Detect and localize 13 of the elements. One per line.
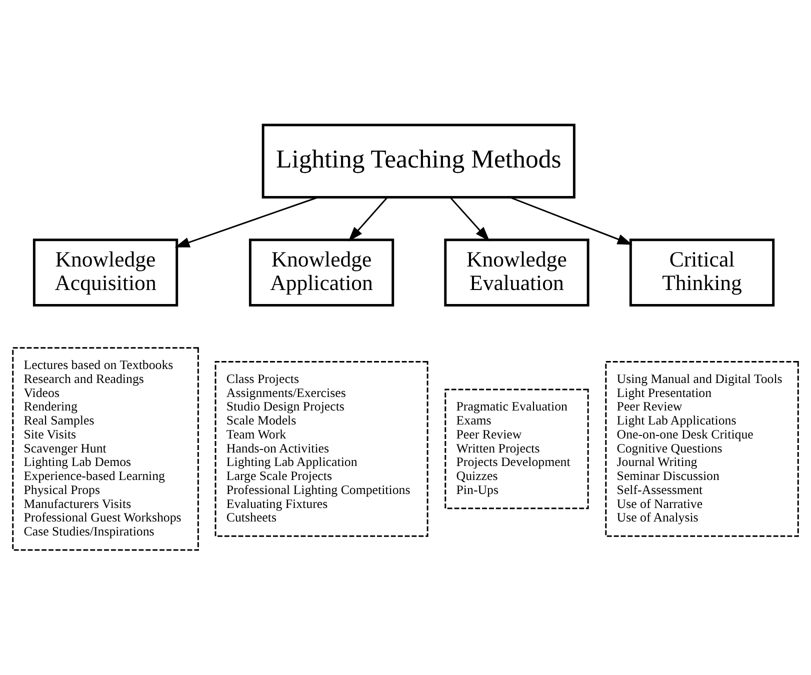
arrow [174, 196, 318, 248]
node-box: Pragmatic Evaluation Exams Peer Review Written Projects Projects Development Quizzes Pin-Ups [444, 388, 589, 510]
node-box: Knowledge Application [248, 238, 394, 307]
node-box: Critical Thinking [629, 238, 775, 307]
node-box: Class Projects Assignments/Exercises Studio Design Projects Scale Models Team Work Hands-on Activities Lighting Lab Application Large Scale Projects Professional Lighting Competitions Evaluating Fixtures Cutsheets [214, 361, 428, 537]
node-box: Lectures based on Textbooks Research and Readings Videos Rendering Real Samples Site Visits Scavenger Hunt Lighting Lab Demos Experience-based Learning Physical Props Manufacturers Visits Professional Guest Workshops Case Studies/Inspirations [12, 347, 199, 551]
node-box: Knowledge Acquisition [32, 238, 178, 307]
node-box: Lighting Teaching Methods [262, 124, 576, 199]
arrow [348, 196, 388, 242]
arrow [510, 196, 632, 245]
node-box: Knowledge Evaluation [444, 238, 590, 307]
arrow [450, 196, 490, 242]
node-box: Using Manual and Digital Tools Light Presentation Peer Review Light Lab Applications One-on-one Desk Critique Cognitive Questions Journal Writing Seminar Discussion Self-Assessment Use of Narrative Use of Analysis [605, 361, 799, 537]
